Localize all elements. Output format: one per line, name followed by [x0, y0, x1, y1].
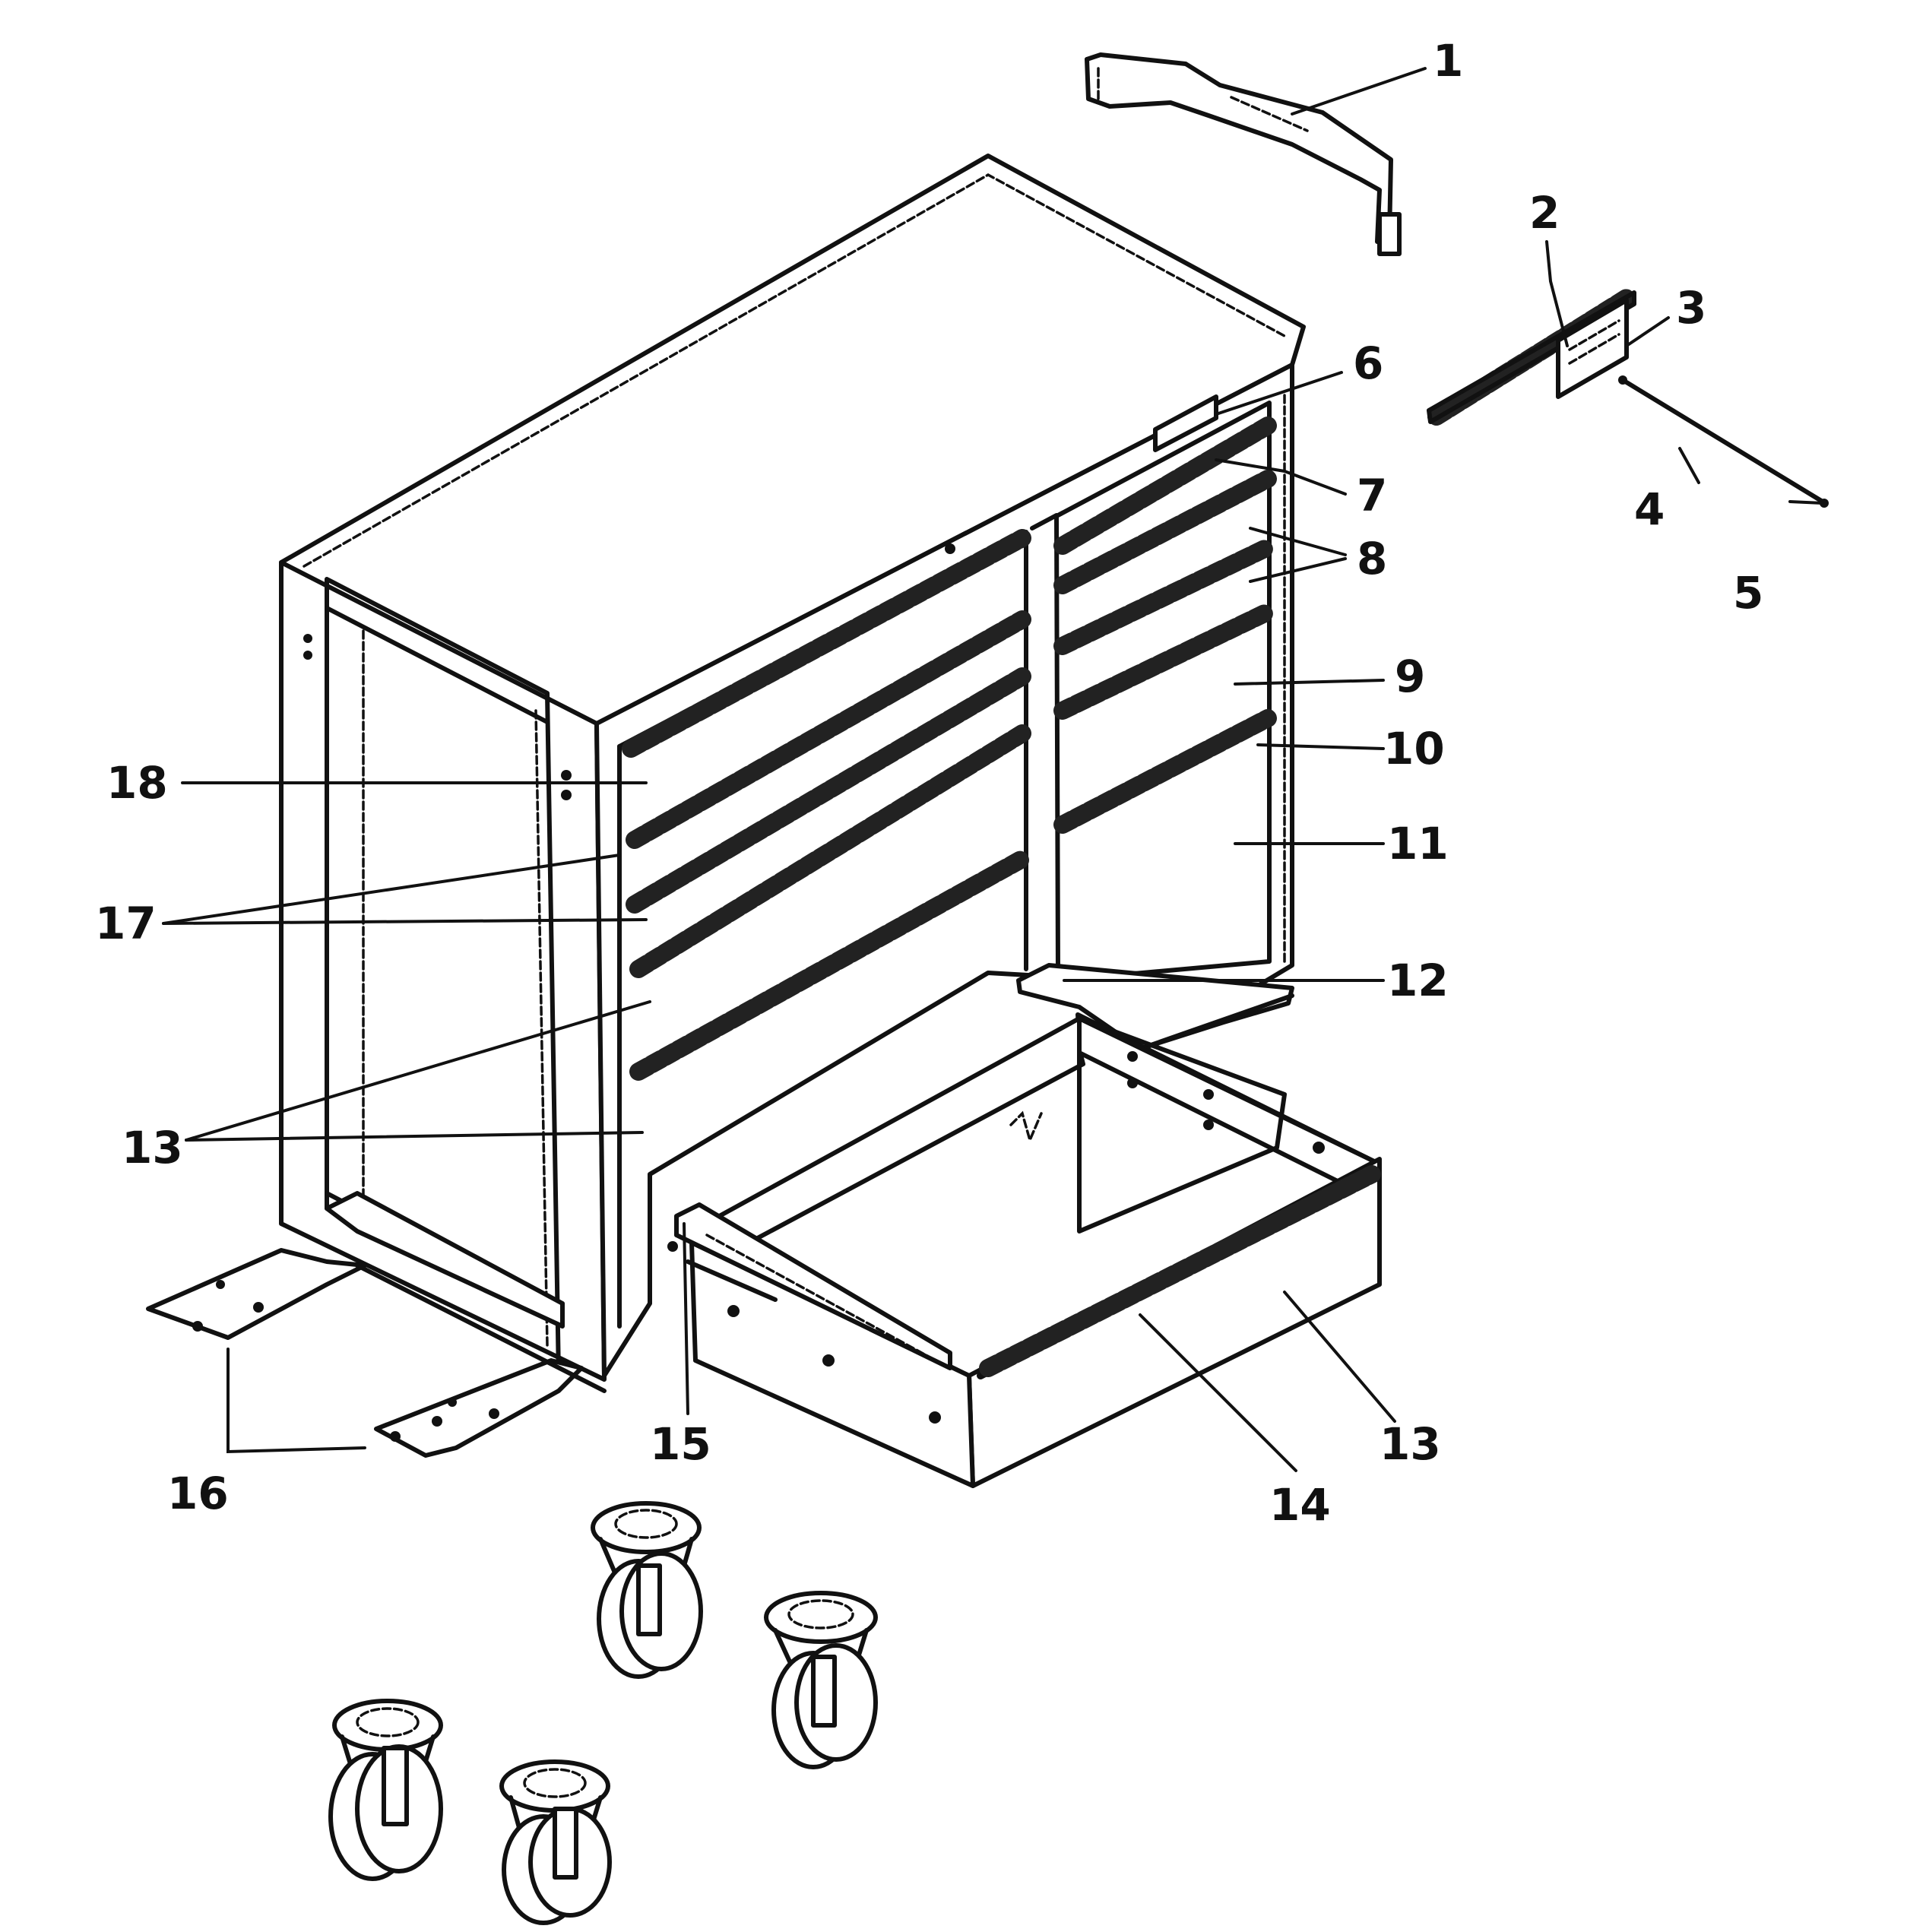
label-part-13-drawer: 13: [1380, 1418, 1441, 1470]
label-part-8: 8: [1357, 533, 1387, 584]
label-part-9: 9: [1395, 651, 1425, 702]
label-part-6: 6: [1353, 337, 1383, 389]
label-part-14: 14: [1269, 1479, 1331, 1531]
label-part-4: 4: [1634, 483, 1665, 535]
label-part-17: 17: [95, 898, 157, 949]
drawer-slide-part: [1427, 289, 1636, 426]
label-part-10: 10: [1383, 723, 1445, 774]
caster-3: [328, 1699, 443, 1881]
label-part-16: 16: [167, 1468, 229, 1519]
base-plates: [146, 1248, 607, 1458]
bottom-rail-part: [1016, 963, 1294, 1051]
left-drawer-handles: [622, 529, 1031, 1081]
label-part-1: 1: [1433, 35, 1463, 87]
label-part-11: 11: [1387, 818, 1449, 869]
caster-1: [591, 1501, 703, 1679]
part-labels: 1 2 3 4 5 6 7 8 9 10 11 12 13 13 14 15 1…: [95, 35, 1763, 1531]
label-part-5: 5: [1733, 567, 1763, 619]
label-part-3: 3: [1676, 282, 1706, 334]
caster-2: [764, 1591, 878, 1769]
label-part-2: 2: [1529, 187, 1560, 239]
label-part-15: 15: [650, 1418, 711, 1470]
rod-part: [1618, 375, 1829, 508]
caster-4: [499, 1759, 612, 1925]
label-part-18: 18: [106, 757, 168, 809]
right-drawer-handles: [1053, 416, 1277, 834]
label-part-12: 12: [1387, 955, 1449, 1006]
handle-part: [1085, 52, 1402, 256]
label-part-7: 7: [1357, 470, 1387, 521]
open-drawer: [667, 1012, 1382, 1488]
leader-lines: [162, 67, 1824, 1472]
label-part-13-left: 13: [122, 1122, 183, 1173]
